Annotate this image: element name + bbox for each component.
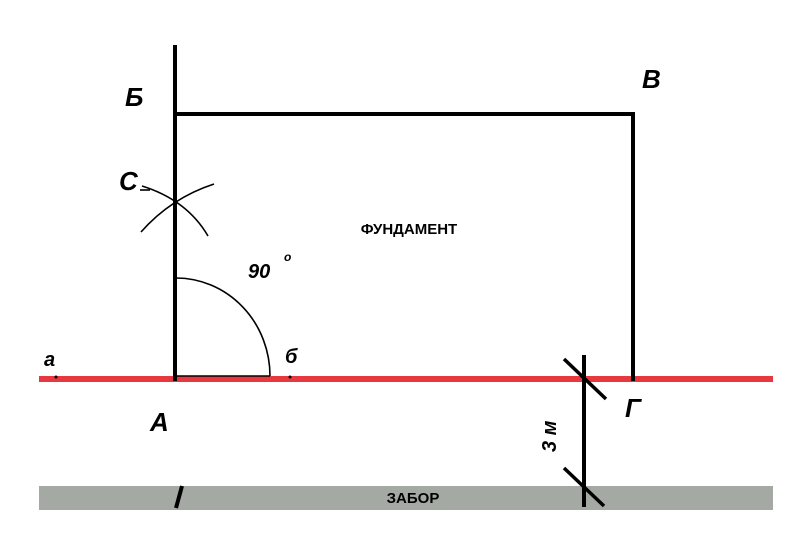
measurement-tick-bottom bbox=[562, 466, 606, 508]
point-b-small-dot bbox=[288, 375, 292, 379]
point-b-small-label: б bbox=[285, 346, 298, 368]
foundation-label: ФУНДАМЕНТ bbox=[361, 221, 457, 238]
angle-label: 90 bbox=[248, 261, 270, 283]
compass-arc-left bbox=[140, 183, 215, 233]
point-c-label: С bbox=[119, 166, 139, 196]
measurement-tick-top bbox=[562, 357, 608, 401]
point-g-label: Г bbox=[625, 393, 642, 423]
compass-arc-right bbox=[141, 185, 209, 237]
fence-label: ЗАБОР bbox=[387, 490, 440, 507]
point-v-label: В bbox=[642, 64, 661, 94]
distance-label: 3 м bbox=[539, 420, 561, 452]
point-a-cap-label: А bbox=[149, 407, 169, 437]
point-b-cap-label: Б bbox=[125, 82, 143, 112]
degree-mark: о bbox=[284, 250, 291, 264]
fence-stake-mark bbox=[174, 485, 184, 509]
right-angle-arc bbox=[175, 277, 271, 377]
point-a-small-label: а bbox=[44, 349, 55, 371]
fence-band bbox=[39, 486, 773, 510]
point-a-small-dot bbox=[54, 375, 58, 379]
